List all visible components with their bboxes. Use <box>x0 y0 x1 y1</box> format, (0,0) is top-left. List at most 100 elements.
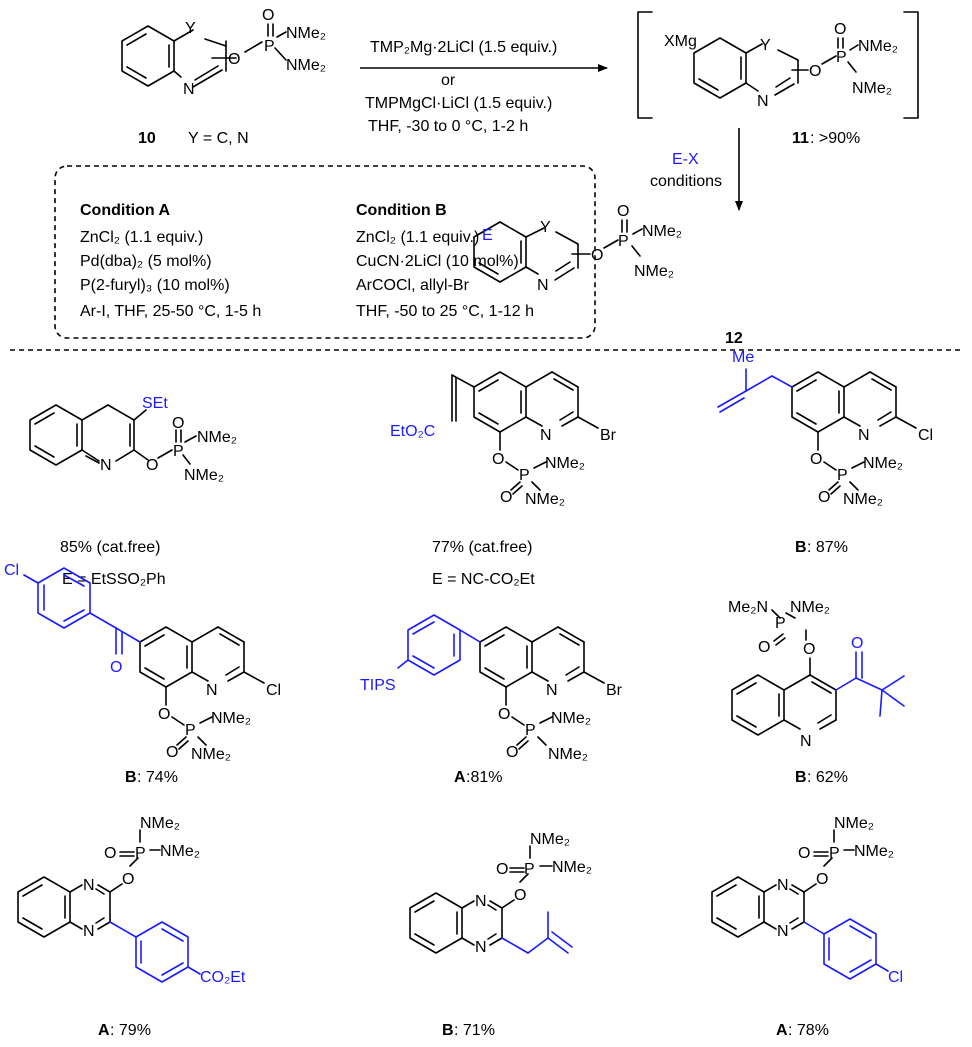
pivaloyl-group <box>835 651 905 717</box>
nme2-label: NMe₂ <box>211 710 251 727</box>
product-5-condition: A <box>454 769 466 786</box>
atom-o: O <box>591 247 603 264</box>
methallyl-group <box>501 911 573 954</box>
atom-o: O <box>262 7 274 24</box>
atom-n: N <box>183 81 195 98</box>
chlorobenzoyl-group <box>23 567 141 655</box>
compound-number-12: 12 <box>725 330 743 347</box>
product-2-yield: 77% (cat.free) <box>432 539 532 556</box>
nme2-label: NMe₂ <box>530 831 570 848</box>
y-definition: Y = C, N <box>188 130 249 147</box>
product-9-condition: A <box>776 1022 788 1039</box>
chloro-label: Cl <box>918 427 933 444</box>
right-bracket <box>903 11 919 119</box>
atom-o: O <box>172 415 184 432</box>
atom-p: P <box>173 443 184 460</box>
product-7-yield: : 79% <box>110 1022 151 1039</box>
xmg-label: XMg <box>664 33 697 50</box>
atom-o: O <box>228 51 240 68</box>
chloro-label: Cl <box>888 969 903 986</box>
product-2-electrophile: E = NC-CO₂Et <box>432 571 535 588</box>
atom-o: O <box>146 457 158 474</box>
atom-n: N <box>83 877 95 894</box>
or-label: or <box>441 72 456 89</box>
nme2-label: NMe₂ <box>286 57 326 74</box>
nme2-label: Me₂N <box>728 599 768 616</box>
tips-label: TIPS <box>360 677 396 694</box>
atom-o: O <box>166 744 178 761</box>
atom-o: O <box>818 489 830 506</box>
atom-p: P <box>837 467 848 484</box>
nme2-label: NMe₂ <box>160 843 200 860</box>
atom-y: Y <box>185 20 196 37</box>
condition-a-line: Ar-I, THF, 25-50 °C, 1-5 h <box>80 303 261 320</box>
product-4-yield: : 74% <box>137 769 178 786</box>
ex-label: E-X <box>672 151 699 168</box>
condition-a-title: Condition A <box>80 202 170 219</box>
product-1-structure <box>29 404 197 466</box>
product-5-structure <box>479 626 605 750</box>
atom-p: P <box>525 722 536 739</box>
atom-n: N <box>546 682 558 699</box>
condition-b-line: ZnCl₂ (1.1 equiv.) <box>356 229 479 246</box>
e-substituent: E <box>482 227 493 244</box>
nme2-label: NMe₂ <box>634 263 674 280</box>
nme2-label: NMe₂ <box>863 455 903 472</box>
compound-11-structure <box>693 37 859 99</box>
atom-n: N <box>100 457 112 474</box>
methallyl-group <box>717 368 793 413</box>
nme2-label: NMe₂ <box>548 746 588 763</box>
product-6-yield: : 62% <box>807 769 848 786</box>
chlorophenyl-group <box>803 918 889 980</box>
atom-o: O <box>158 706 170 723</box>
product-8-yield: : 71% <box>454 1022 495 1039</box>
product-3-yield: : 87% <box>807 539 848 556</box>
bromo-label: Br <box>606 682 623 699</box>
condition-a-line: ZnCl₂ (1.1 equiv.) <box>80 229 203 246</box>
compound-number-10: 10 <box>138 130 156 147</box>
atom-n: N <box>475 893 487 910</box>
atom-p: P <box>775 615 786 632</box>
condition-a-line: Pd(dba)₂ (5 mol%) <box>80 253 212 270</box>
compound-10-structure <box>121 23 287 88</box>
compound-12-structure <box>473 219 643 283</box>
condition-b-line: THF, -50 to 25 °C, 1-12 h <box>356 303 534 320</box>
atom-o: O <box>834 21 846 38</box>
condition-b-line: ArCOCl, allyl-Br <box>356 277 470 294</box>
atom-p: P <box>135 845 146 862</box>
condition-b-title: Condition B <box>356 202 447 219</box>
atom-o: O <box>122 871 134 888</box>
atom-o: O <box>104 845 116 862</box>
ester-label: CO₂Et <box>200 969 246 986</box>
atom-n: N <box>475 939 487 956</box>
atom-o: O <box>492 451 504 468</box>
product-5-yield: :81% <box>466 769 502 786</box>
product-6-structure <box>731 609 837 736</box>
reagent-2: TMPMgCl·LiCl (1.5 equiv.) <box>365 95 552 112</box>
product-3-structure <box>791 371 917 495</box>
chloro-label: Cl <box>266 682 281 699</box>
product-8-condition: B <box>442 1022 454 1039</box>
atom-o: O <box>496 861 508 878</box>
atom-p: P <box>836 49 847 66</box>
nme2-label: NMe₂ <box>184 467 224 484</box>
product-9-yield: : 78% <box>788 1022 829 1039</box>
nme2-label: NMe₂ <box>843 491 883 508</box>
nme2-label: NMe₂ <box>551 710 591 727</box>
atom-n: N <box>757 93 769 110</box>
product-7-structure <box>17 829 161 938</box>
atom-n: N <box>777 877 789 894</box>
nme2-label: NMe₂ <box>191 746 231 763</box>
nme2-label: NMe₂ <box>140 815 180 832</box>
product-2-structure <box>451 371 599 495</box>
ester-phenyl-group <box>109 921 201 983</box>
product-1-yield: 85% (cat.free) <box>60 539 160 556</box>
intermediate-yield: : >90% <box>810 130 860 147</box>
atom-n: N <box>540 427 552 444</box>
nme2-label: NMe₂ <box>545 455 585 472</box>
atom-p: P <box>519 467 530 484</box>
product-7-condition: A <box>98 1022 110 1039</box>
set-group: SEt <box>142 395 168 412</box>
atom-n: N <box>206 682 218 699</box>
